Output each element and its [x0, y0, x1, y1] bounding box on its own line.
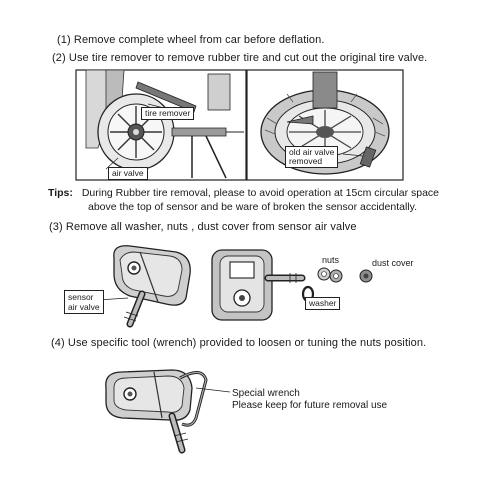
- tips-label: Tips:: [48, 187, 73, 199]
- step-3-text: (3) Remove all washer, nuts , dust cover…: [49, 221, 357, 233]
- figure-sensor-wrench: [105, 369, 231, 454]
- step-4-text: (4) Use specific tool (wrench) provided …: [51, 337, 427, 349]
- wrench-label-line2: Please keep for future removal use: [232, 400, 388, 411]
- figure-sensor-parts: [211, 249, 373, 321]
- tips-line-1: Tips: During Rubber tire removal, please…: [48, 186, 439, 200]
- air-valve-label: air valve: [108, 167, 148, 180]
- old-air-valve-line1: old air valve: [289, 147, 335, 157]
- wrench-label-line1: Special wrench: [232, 388, 300, 399]
- figure-tire-old-valve: [246, 69, 404, 181]
- sensor-label-line1: sensor: [68, 292, 94, 302]
- washer-label: washer: [305, 297, 341, 310]
- step-2-text: (2) Use tire remover to remove rubber ti…: [52, 52, 428, 64]
- tips-block: Tips: During Rubber tire removal, please…: [48, 186, 439, 214]
- old-air-valve-line2: removed: [289, 156, 323, 166]
- figure-sensor-air-valve: [97, 245, 191, 328]
- step-1-text: (1) Remove complete wheel from car befor…: [57, 34, 325, 46]
- sensor-label-line2: air valve: [68, 302, 100, 312]
- special-wrench-label: Special wrench Please keep for future re…: [232, 388, 387, 412]
- figure-wheel-tire-remover: [75, 69, 247, 181]
- old-air-valve-label: old air valve removed: [285, 146, 339, 168]
- tips-text-2: above the top of sensor and be ware of b…: [88, 201, 418, 213]
- dust-cover-label: dust cover: [372, 258, 414, 268]
- sensor-air-valve-label: sensor air valve: [64, 290, 104, 314]
- tips-text-1: During Rubber tire removal, please to av…: [81, 187, 440, 199]
- nuts-label: nuts: [322, 255, 340, 265]
- tire-remover-label: tire remover: [141, 107, 195, 120]
